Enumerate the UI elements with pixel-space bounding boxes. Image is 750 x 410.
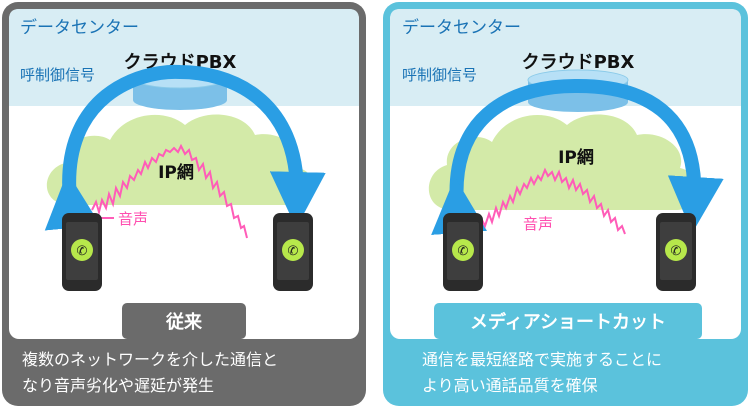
left-voice-label: 音声 — [118, 210, 148, 228]
svg-text:✆: ✆ — [288, 244, 299, 259]
left-signal-arrow — [44, 64, 326, 231]
right-network-label: IP網 — [558, 147, 594, 168]
left-network-label: IP網 — [158, 162, 194, 183]
panel-conventional: データセンター IP網 クラウドPBX 呼制御信号 音声 ✆ ✆ — [2, 2, 366, 406]
svg-text:✆: ✆ — [458, 244, 469, 259]
right-voice-wave — [477, 167, 626, 235]
left-caption-line1: 複数のネットワークを介した通信と — [22, 350, 278, 369]
svg-text:✆: ✆ — [77, 244, 88, 259]
right-badge-label: メディアショートカット — [470, 311, 666, 333]
panel-media-shortcut: データセンター IP網 クラウドPBX 呼制御信号 音声 ✆ ✆ — [383, 2, 748, 406]
left-receiver-phone-icon — [282, 239, 304, 261]
right-caption-line2: より高い通話品質を確保 — [422, 376, 598, 395]
left-caption-line2: なり音声劣化や遅延が発生 — [22, 376, 214, 395]
right-signal-label: 呼制御信号 — [402, 66, 477, 84]
left-caller-phone-icon — [71, 239, 93, 261]
right-voice-label: 音声 — [523, 215, 553, 233]
left-badge-label: 従来 — [165, 311, 203, 333]
left-phone-caller: ✆ — [62, 213, 102, 291]
right-receiver-phone-icon — [665, 239, 687, 261]
right-pbx-label: クラウドPBX — [522, 52, 635, 73]
right-phone-caller: ✆ — [443, 213, 483, 291]
right-caption-line1: 通信を最短経路で実施することに — [422, 350, 662, 369]
right-datacenter-band — [390, 9, 741, 106]
left-voice-wave — [91, 143, 248, 239]
right-signal-arrow — [431, 78, 724, 235]
left-signal-label: 呼制御信号 — [20, 66, 95, 84]
svg-text:✆: ✆ — [671, 244, 682, 259]
left-badge — [122, 303, 246, 339]
left-phone-receiver: ✆ — [273, 213, 313, 291]
right-caller-phone-icon — [452, 239, 474, 261]
right-badge — [434, 303, 702, 339]
left-datacenter-band — [9, 9, 359, 106]
left-datacenter-label: データセンター — [20, 17, 139, 38]
right-datacenter-label: データセンター — [402, 17, 521, 38]
right-phone-receiver: ✆ — [656, 213, 696, 291]
